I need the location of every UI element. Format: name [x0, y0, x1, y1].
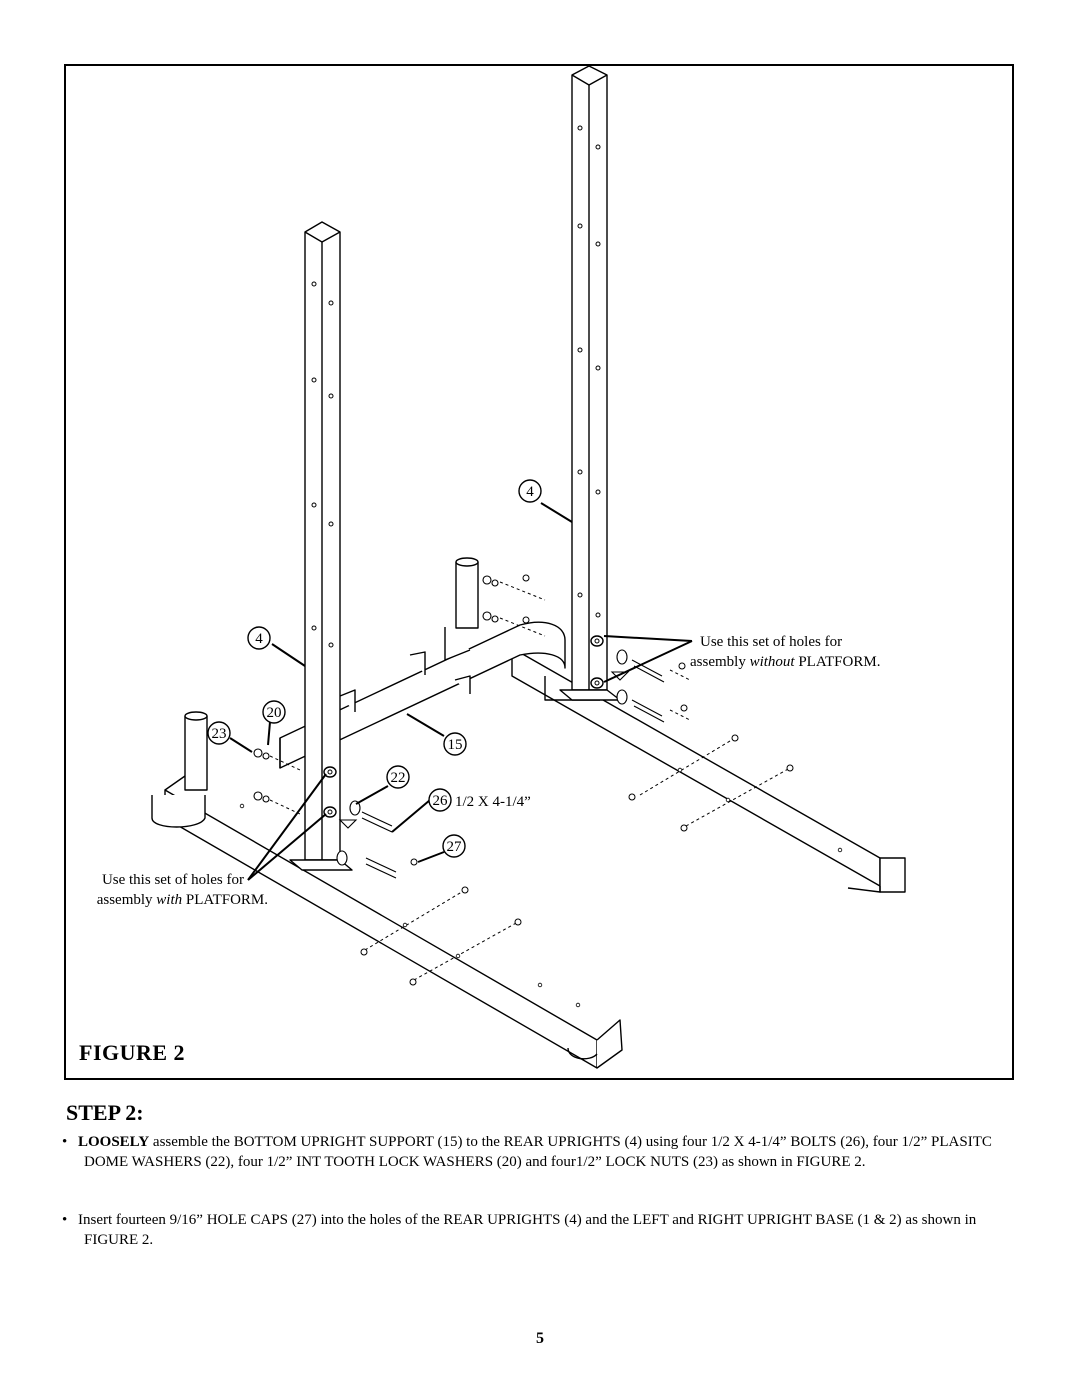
note-without-line2: assembly without PLATFORM.	[690, 654, 881, 670]
figure-title: FIGURE 2	[79, 1040, 186, 1065]
bullet-marker: •	[62, 1134, 68, 1150]
loosely-emphasis: LOOSELY	[78, 1134, 150, 1150]
highlighted-holes	[323, 635, 604, 818]
callout-20	[262, 700, 286, 724]
bottom-upright-support	[279, 621, 566, 769]
page-number: 5	[536, 1330, 544, 1347]
instruction-bullet-1: • LOOSELY assemble the BOTTOM UPRIGHT SU…	[62, 1132, 1022, 1172]
callout-22	[386, 765, 410, 789]
weight-horn-front	[184, 711, 208, 791]
right-upright-base	[511, 647, 906, 893]
bullet-marker: •	[62, 1212, 68, 1228]
callout-4-right	[518, 479, 542, 503]
callout-23	[207, 721, 231, 745]
rear-upright-right	[559, 65, 621, 701]
note-with-line2: assembly with PLATFORM.	[96, 892, 268, 908]
label-20: 20	[267, 705, 282, 721]
bullet-1-text: assemble the BOTTOM UPRIGHT SUPPORT (15)…	[84, 1134, 992, 1170]
note-without-line1: Use this set of holes for	[700, 634, 843, 650]
bolt-size-label: 1/2 X 4-1/4”	[455, 794, 531, 810]
label-4-right: 4	[526, 484, 534, 500]
leader-lines	[229, 502, 693, 881]
note-with-line1: Use this set of holes for	[101, 872, 244, 888]
label-15: 15	[448, 737, 463, 753]
label-23: 23	[212, 726, 227, 742]
label-26: 26	[433, 793, 449, 809]
hardware	[253, 575, 665, 879]
assembly-diagram: 4 4 20 23 15 22 26 27 1/2 X 4-1/4”	[151, 65, 906, 1069]
bullet-2-text: Insert fourteen 9/16” HOLE CAPS (27) int…	[78, 1212, 977, 1248]
callout-27	[442, 834, 466, 858]
callout-4-left	[247, 626, 271, 650]
upright-holes	[311, 125, 601, 815]
label-4-left: 4	[255, 631, 263, 647]
left-upright-base	[151, 775, 623, 1069]
base-holes	[239, 767, 843, 1008]
note-without-platform: Use this set of holes for assembly witho…	[690, 632, 880, 672]
label-22: 22	[391, 770, 406, 786]
label-27: 27	[447, 839, 463, 855]
rear-upright-left	[289, 221, 353, 871]
callout-15	[443, 732, 467, 756]
callout-26	[428, 788, 452, 812]
hole-caps	[360, 574, 794, 986]
weight-horn-back	[455, 557, 479, 629]
instruction-bullet-2: • Insert fourteen 9/16” HOLE CAPS (27) i…	[62, 1210, 1022, 1250]
insertion-guides	[269, 581, 791, 981]
note-with-platform: Use this set of holes for assembly with …	[68, 870, 268, 910]
figure-frame	[64, 64, 1014, 1080]
step-title: STEP 2:	[66, 1100, 144, 1125]
